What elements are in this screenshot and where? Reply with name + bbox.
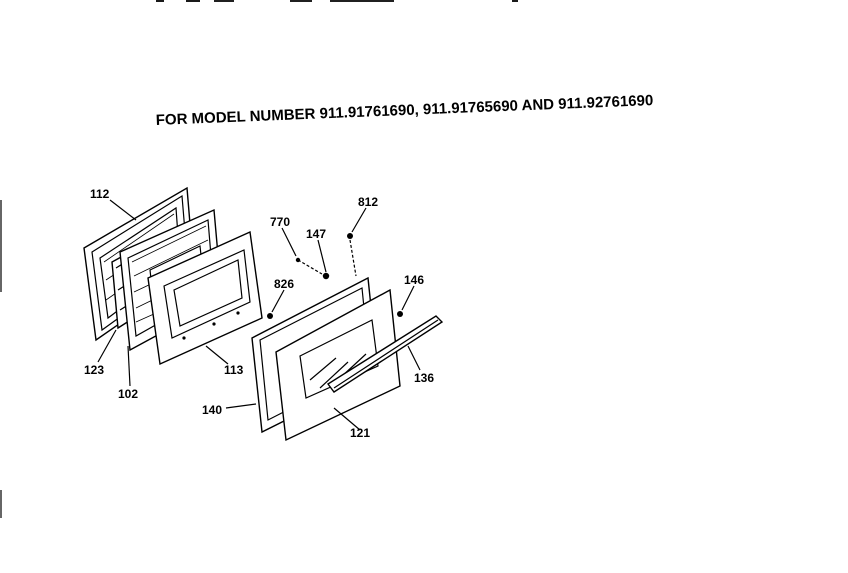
callout-113: 113 (224, 363, 244, 377)
callout-112: 112 (90, 187, 110, 201)
part-121-outer-glass (275, 288, 401, 442)
callout-121: 121 (350, 426, 370, 440)
hardware-fasteners (267, 233, 403, 319)
callout-826: 826 (274, 277, 294, 291)
screw-826 (267, 313, 273, 319)
callout-123: 123 (84, 363, 104, 377)
leader-lines (97, 199, 421, 431)
callout-147: 147 (306, 227, 326, 241)
callout-136: 136 (414, 371, 434, 385)
model-number-title: FOR MODEL NUMBER 911.91761690, 911.91765… (155, 92, 653, 129)
screw-146 (397, 311, 403, 317)
callout-146: 146 (404, 273, 424, 287)
screw-812 (347, 233, 353, 239)
callout-770: 770 (270, 215, 290, 229)
callout-812: 812 (358, 195, 378, 209)
callout-102: 102 (118, 387, 138, 401)
callout-140: 140 (202, 403, 222, 417)
part-136-door-handle (326, 315, 444, 393)
part-113-window-frame (147, 230, 263, 366)
screw-147 (322, 272, 330, 280)
